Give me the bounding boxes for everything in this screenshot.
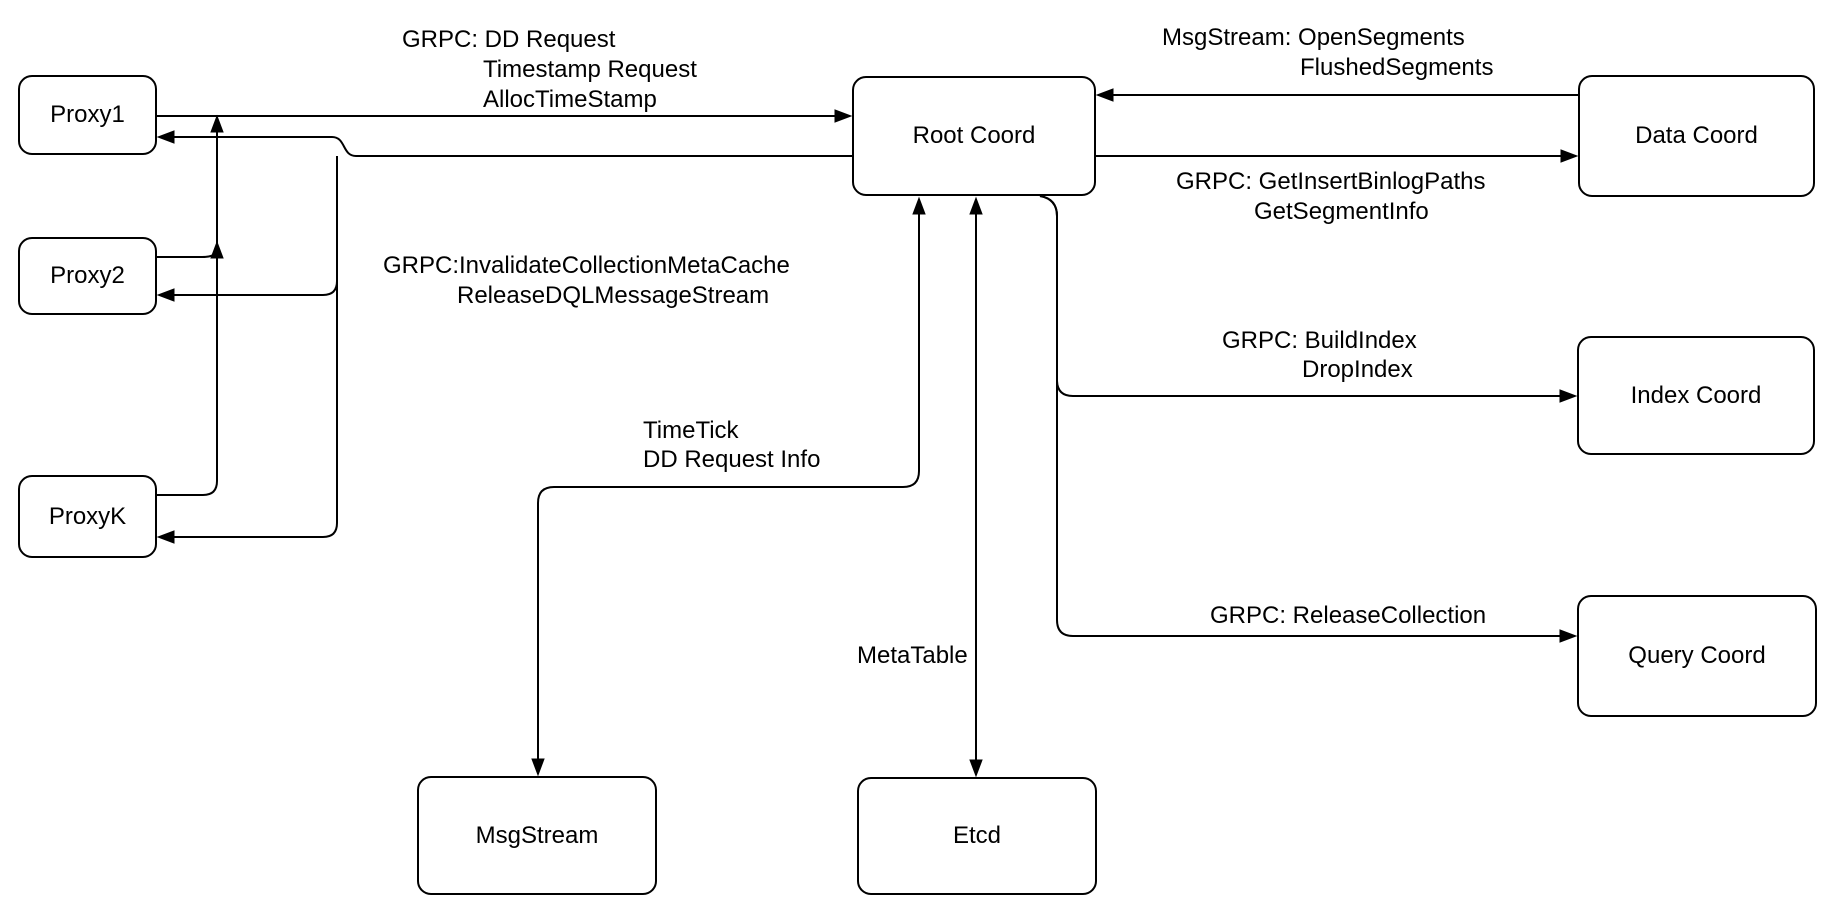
edge-label-invalidate-collection-metacache: GRPC:InvalidateCollectionMetaCache [383, 252, 790, 279]
edge-label-timestamp-request: Timestamp Request [483, 56, 697, 83]
node-proxy1: Proxy1 [18, 75, 157, 155]
node-msgstream-label: MsgStream [475, 821, 599, 849]
node-proxy2: Proxy2 [18, 237, 157, 315]
node-data-coord: Data Coord [1578, 75, 1815, 197]
node-data-coord-label: Data Coord [1635, 122, 1758, 149]
edge-label-getinsertbinlogpaths: GRPC: GetInsertBinlogPaths [1176, 168, 1486, 195]
edge-label-metatable: MetaTable [857, 642, 968, 669]
edge-proxy2-join-riser [157, 240, 224, 259]
edge-label-msgstream-opensegments: MsgStream: OpenSegments [1162, 24, 1465, 51]
edge-rootcoord-to-querycoord [1039, 195, 1578, 643]
edge-label-buildindex: GRPC: BuildIndex [1222, 327, 1417, 354]
node-query-coord-label: Query Coord [1628, 642, 1766, 669]
node-etcd-label: Etcd [952, 822, 1002, 849]
node-index-coord: Index Coord [1577, 336, 1815, 455]
edge-label-timetick: TimeTick [643, 417, 739, 444]
node-proxyk-label: ProxyK [48, 502, 127, 530]
edge-label-release-dql-messagestream: ReleaseDQLMessageStream [457, 282, 770, 309]
node-index-coord-label: Index Coord [1630, 381, 1762, 409]
node-etcd: Etcd [857, 777, 1097, 895]
edge-proxyk-join-trunk [157, 114, 224, 496]
edge-rootcoord-to-proxy2 [156, 156, 338, 302]
edge-label-alloctimestamp: AllocTimeStamp [483, 86, 657, 113]
edge-label-dropindex: DropIndex [1302, 356, 1413, 383]
node-msgstream: MsgStream [417, 776, 657, 895]
node-proxy2-label: Proxy2 [50, 262, 125, 289]
edge-rootcoord-to-proxy1 [156, 130, 852, 157]
node-query-coord: Query Coord [1577, 595, 1817, 717]
edge-label-grpc-dd-request: GRPC: DD Request [402, 26, 616, 53]
edge-rootcoord-msgstream [531, 196, 926, 777]
edge-label-flushedsegments: FlushedSegments [1300, 54, 1494, 81]
node-root-coord: Root Coord [852, 76, 1096, 196]
edge-label-dd-request-info: DD Request Info [643, 446, 821, 473]
node-proxy1-label: Proxy1 [50, 101, 125, 128]
edge-rootcoord-to-proxyk [156, 156, 338, 544]
node-proxyk: ProxyK [18, 475, 157, 558]
node-root-coord-label: Root Coord [912, 122, 1036, 149]
edge-label-getsegmentinfo: GetSegmentInfo [1254, 198, 1429, 225]
edge-label-releasecollection: GRPC: ReleaseCollection [1210, 602, 1487, 629]
